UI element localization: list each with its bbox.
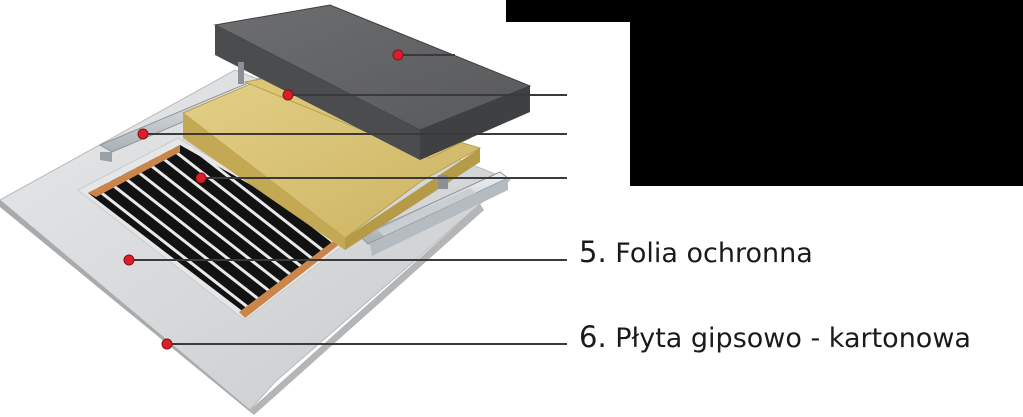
heating-foil: [88, 145, 345, 318]
label-plyta-gipsowo-kartonowa: 6. Płyta gipsowo - kartonowa: [579, 320, 971, 354]
label-text: Folia ochronna: [615, 238, 813, 269]
red-marker-dot: [137, 128, 149, 140]
red-marker-dot: [123, 254, 135, 266]
red-marker-dot: [392, 49, 404, 61]
stone-slab: [213, 4, 532, 160]
leader-lines: [129, 54, 567, 345]
mineral-wool: [182, 81, 482, 250]
label-number: 6.: [579, 320, 607, 354]
redaction-block-right: [630, 0, 1023, 186]
red-marker-dot: [195, 172, 207, 184]
label-folia-ochronna: 5. Folia ochronna: [579, 235, 813, 269]
red-marker-dot: [282, 89, 294, 101]
label-text: Płyta gipsowo - kartonowa: [615, 323, 971, 354]
label-number: 5.: [579, 235, 607, 269]
mounting-clip: [238, 62, 448, 189]
red-marker-dot: [161, 338, 173, 350]
marker-dots: [123, 49, 404, 350]
